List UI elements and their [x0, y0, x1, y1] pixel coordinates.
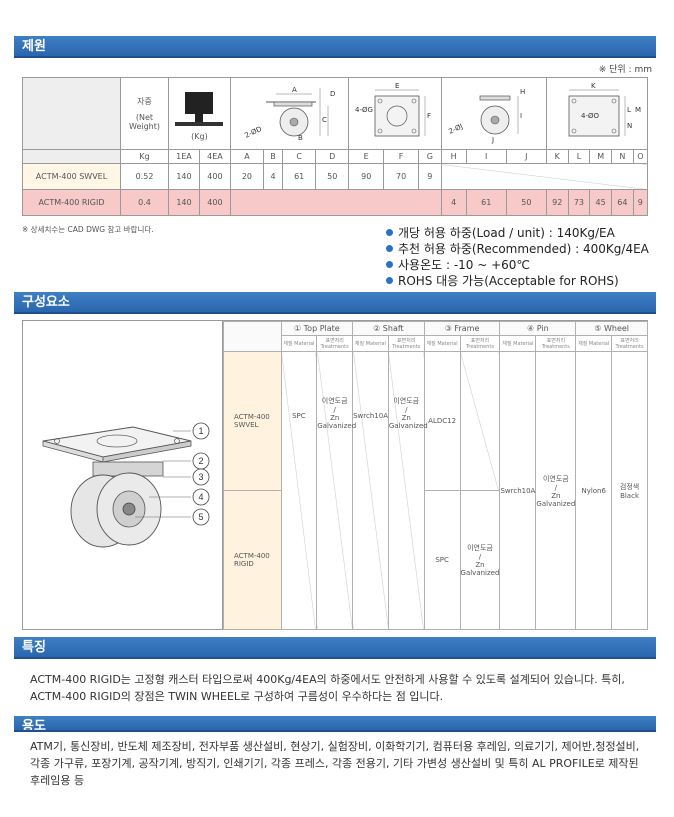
usage-text: ATM기, 통신장비, 반도체 제조장비, 전자부품 생산설비, 현상기, 실험… [30, 740, 640, 787]
bullet-item: 개당 허용 하중(Load / unit) : 140Kg/EA [386, 225, 649, 241]
callout-1: 1 [198, 426, 203, 436]
spec-table: 자중 (Net Weight) (Kg) A B C [22, 77, 649, 216]
svg-text:F: F [427, 112, 431, 120]
svg-text:D: D [330, 90, 335, 98]
caster-exploded-icon: 1 2 3 4 5 [42, 422, 210, 548]
callout-2: 2 [198, 456, 203, 466]
bullet-dot-icon [386, 277, 393, 284]
component-section-header: 구성요소 [14, 292, 656, 314]
feature-section-title: 특징 [22, 640, 46, 655]
component-panel: 1 2 3 4 5 ① Top Plate ② Shaft ③ Frame ④ … [22, 320, 648, 630]
svg-text:A: A [292, 86, 297, 94]
svg-text:4-ØG: 4-ØG [355, 106, 373, 114]
svg-text:N: N [627, 122, 632, 130]
bullet-dot-icon [386, 245, 393, 252]
spec-section-title: 제원 [22, 39, 46, 54]
sub-headers: 재질 Material 표면처리 Treatments 재질 Material … [224, 335, 648, 352]
bullet-item: 사용온도 : -10 ~ +60℃ [386, 257, 649, 273]
usage-section-title: 용도 [22, 719, 46, 732]
feature-text: ACTM-400 RIGID는 고정형 캐스터 타입으로써 400Kg/4EA의… [30, 673, 625, 703]
component-row-rigid: ACTM-400 RIGID SPC 이연도금 / Zn Galvanized [223, 490, 648, 630]
rigid-caster-side-icon: H I J 2-ØJ [447, 88, 525, 144]
cad-footnote: ※ 상세치수는 CAD DWG 참고 바랍니다. [22, 225, 154, 234]
rigid-side-diagram: H I J 2-ØJ [440, 77, 547, 150]
swivel-plate-icon: E F 4-ØG [355, 82, 431, 136]
callout-5: 5 [198, 512, 203, 522]
spec-row-rigid: ACTM-400 RIGID 0.4 140 400 4 61 50 92 73… [22, 189, 649, 216]
svg-text:I: I [520, 112, 522, 120]
swivel-na-cells [440, 163, 649, 190]
caster-drawing: 1 2 3 4 5 [23, 321, 223, 629]
spec-bullets: 개당 허용 하중(Load / unit) : 140Kg/EA 추천 허용 하… [386, 225, 649, 289]
bullet-dot-icon [386, 261, 393, 268]
weight-icon [175, 92, 224, 126]
bullet-item: 추천 허용 하중(Recommended) : 400Kg/4EA [386, 241, 649, 257]
rigid-plate-diagram: K L M N 4-ØO [545, 77, 649, 150]
swivel-plate-diagram: E F 4-ØG [348, 77, 442, 150]
bullet-dot-icon [386, 229, 393, 236]
svg-text:H: H [520, 88, 525, 96]
spec-row-swivel: ACTM-400 SWVEL 0.52 140 400 20 4 61 50 9… [22, 163, 649, 190]
svg-text:E: E [395, 82, 399, 90]
svg-text:K: K [591, 82, 596, 90]
bullet-item: ROHS 대응 가능(Acceptable for ROHS) [386, 273, 649, 289]
svg-text:2-ØD: 2-ØD [243, 125, 263, 140]
svg-text:C: C [322, 116, 327, 124]
svg-text:J: J [491, 136, 494, 144]
swivel-side-diagram: A B C D 2-ØD [229, 77, 350, 150]
unit-note: ※ 단위 : mm [598, 65, 652, 75]
swivel-caster-side-icon: A B C D 2-ØD [243, 86, 335, 142]
load-header: (Kg) [168, 77, 231, 150]
svg-text:M: M [635, 106, 641, 114]
spec-column-headers: Kg 1EA 4EA A B C D E F G H I J K L M N O [22, 149, 649, 164]
svg-text:L: L [627, 106, 631, 114]
feature-section-header: 특징 [14, 637, 656, 659]
svg-text:B: B [298, 134, 303, 142]
spec-corner-cell [22, 77, 121, 150]
svg-text:4-ØO: 4-ØO [581, 112, 599, 120]
callout-4: 4 [198, 492, 203, 502]
svg-text:2-ØJ: 2-ØJ [447, 122, 464, 135]
component-row-swivel: ACTM-400 SWVEL SPC 이연도금 / Zn Galvanized … [223, 351, 648, 630]
rigid-na-cells [229, 189, 442, 216]
usage-section-header: 용도 [14, 716, 656, 732]
component-table: ① Top Plate ② Shaft ③ Frame ④ Pin ⑤ Whee… [223, 321, 648, 630]
spec-section-header: 제원 [14, 36, 656, 58]
rigid-plate-icon: K L M N 4-ØO [568, 82, 641, 136]
part-headers: ① Top Plate ② Shaft ③ Frame ④ Pin ⑤ Whee… [223, 321, 648, 352]
component-section-title: 구성요소 [22, 295, 70, 310]
callout-3: 3 [198, 472, 203, 482]
net-weight-header: 자중 (Net Weight) [120, 77, 169, 150]
